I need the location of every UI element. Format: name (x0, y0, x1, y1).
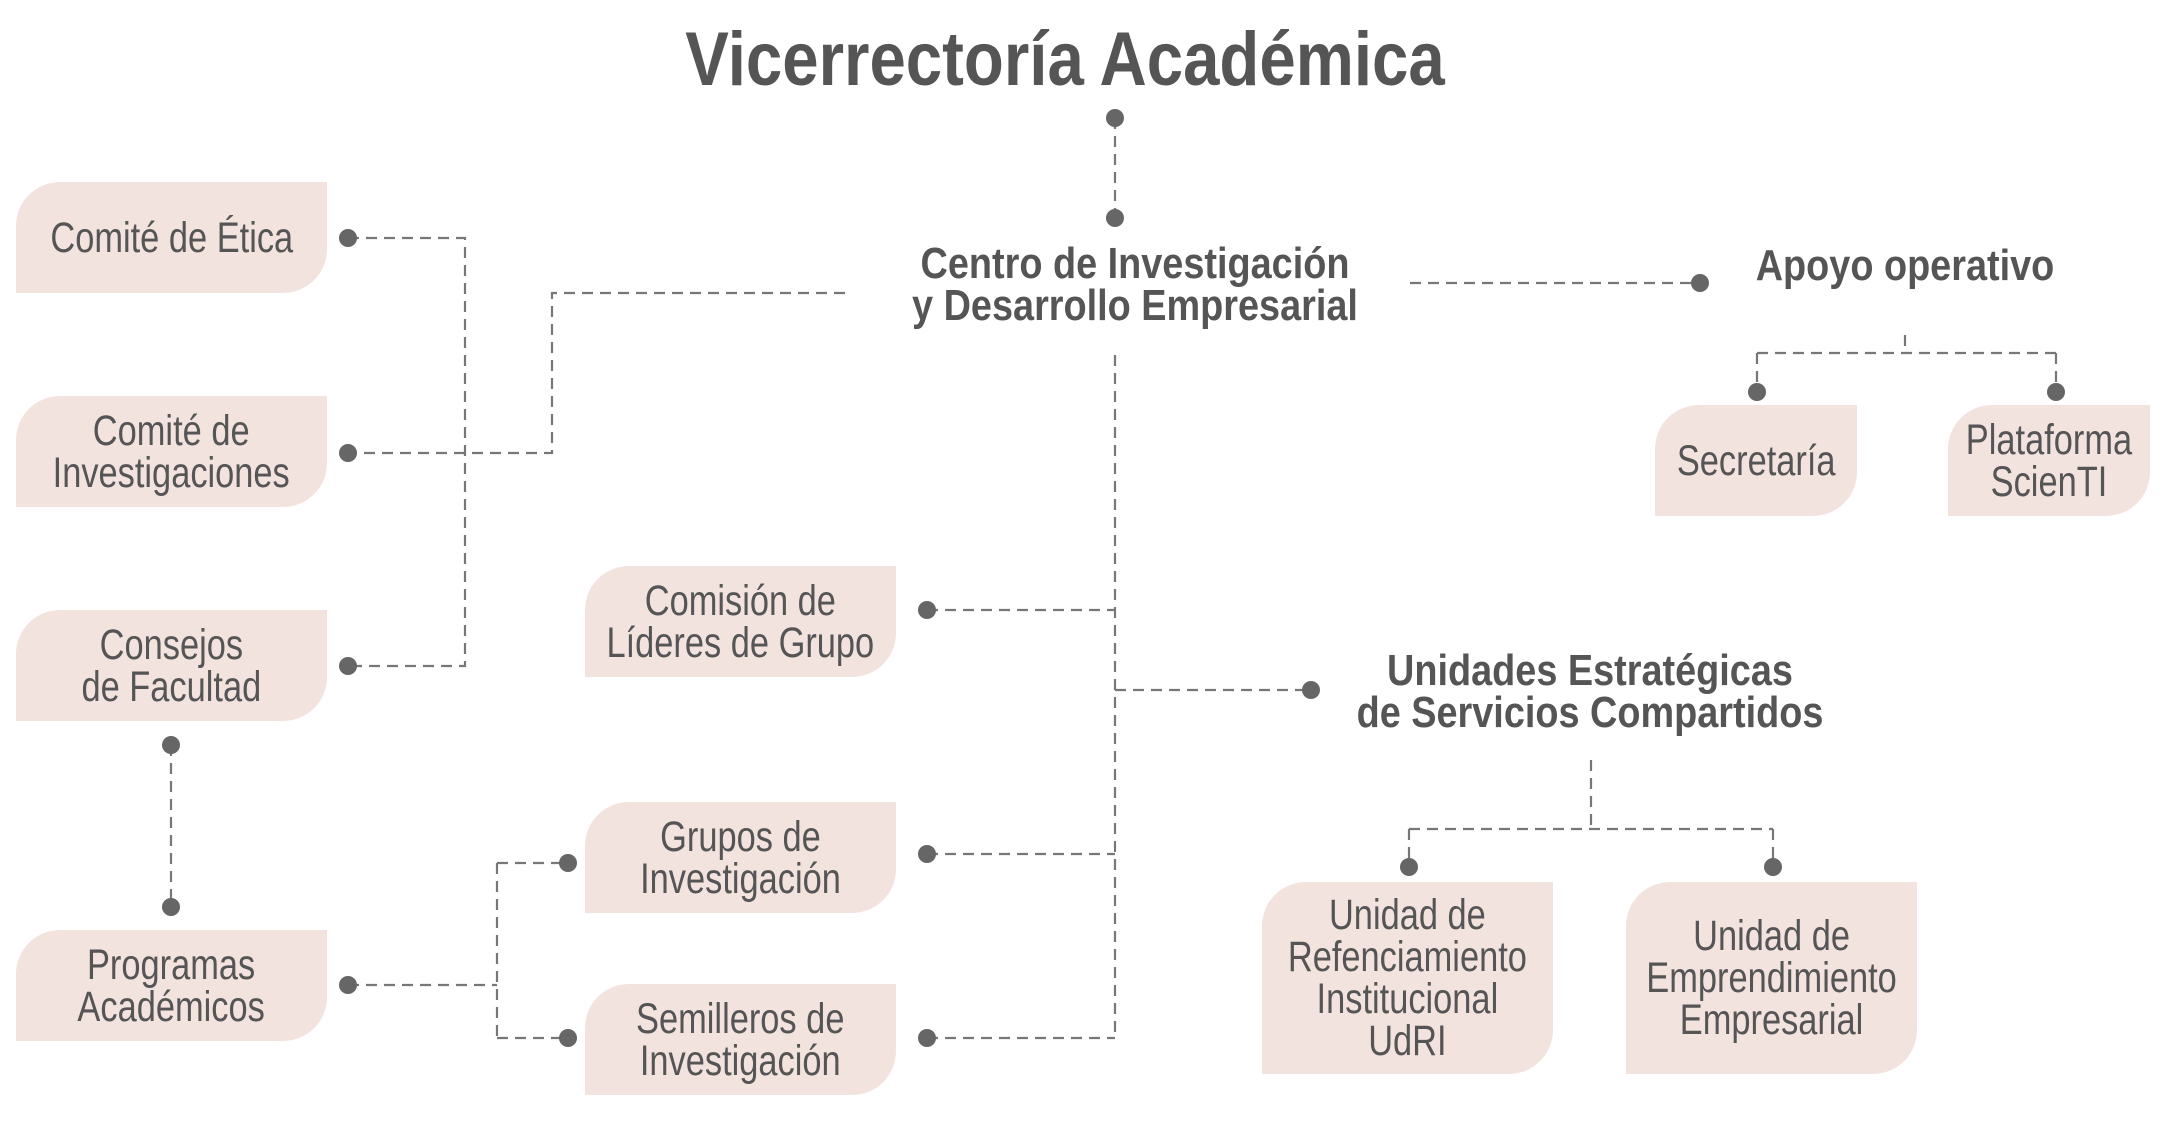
box-label: Secretaría (1676, 436, 1836, 485)
connector-left-bus (348, 236, 467, 668)
box-label: Consejos de Facultad (81, 620, 262, 711)
connector-apoyo-tree (1755, 335, 2058, 392)
box-grupos-investigacion: Grupos de Investigación (585, 802, 896, 913)
box-consejos-facultad: Consejos de Facultad (16, 610, 327, 721)
box-label: Unidad de Emprendimiento Empresarial (1646, 912, 1897, 1044)
node-dot (1691, 274, 1709, 292)
box-label: Comisión de Líderes de Grupo (606, 576, 875, 667)
node-dot (339, 229, 357, 247)
node-dot (918, 601, 936, 619)
node-dot (2047, 383, 2065, 401)
page-title-text: Vicerrectoría Académica (685, 17, 1445, 102)
node-dot (559, 1029, 577, 1047)
unidades-line: Unidades Estratégicas (1387, 646, 1793, 695)
node-dot (1400, 858, 1418, 876)
box-secretaria: Secretaría (1655, 405, 1857, 516)
centro-line: y Desarrollo Empresarial (912, 281, 1358, 330)
box-plataforma-scienti: Plataforma ScienTI (1948, 405, 2150, 516)
box-unidad-udri: Unidad de Refenciamiento Institucional U… (1262, 882, 1553, 1074)
apoyo-heading: Apoyo operativo (1700, 241, 2110, 290)
node-dot (1302, 681, 1320, 699)
node-dot (162, 898, 180, 916)
node-dot (1106, 209, 1124, 227)
node-dot (1748, 383, 1766, 401)
box-label: Unidad de Refenciamiento Institucional U… (1287, 891, 1528, 1065)
node-dot (1106, 109, 1124, 127)
node-dot (918, 1029, 936, 1047)
box-label: Plataforma ScienTI (1965, 415, 2133, 506)
box-label: Semilleros de Investigación (636, 994, 845, 1085)
box-comite-etica: Comité de Ética (16, 182, 327, 293)
node-dot (339, 976, 357, 994)
box-programas-academicos: Programas Académicos (16, 930, 327, 1041)
connector-centro-left (348, 291, 845, 455)
node-dot (559, 854, 577, 872)
box-label: Grupos de Investigación (640, 812, 841, 903)
connector-unidades-tree (1407, 760, 1775, 867)
connector-programas-grupos (348, 861, 568, 1040)
box-comision-lideres: Comisión de Líderes de Grupo (585, 566, 896, 677)
node-dot (918, 845, 936, 863)
box-label: Comité de Investigaciones (52, 406, 291, 497)
unidades-heading: Unidades Estratégicas de Servicios Compa… (1290, 646, 1890, 737)
node-dot (1764, 858, 1782, 876)
apoyo-label: Apoyo operativo (1755, 241, 2055, 290)
box-label: Comité de Ética (50, 213, 293, 262)
centro-line: Centro de Investigación (920, 239, 1350, 288)
node-dot (339, 657, 357, 675)
box-comite-investigaciones: Comité de Investigaciones (16, 396, 327, 507)
box-semilleros-investigacion: Semilleros de Investigación (585, 984, 896, 1095)
node-dot (162, 736, 180, 754)
box-unidad-emprendimiento: Unidad de Emprendimiento Empresarial (1626, 882, 1917, 1074)
page-title: Vicerrectoría Académica (565, 20, 1565, 100)
node-dot (339, 444, 357, 462)
unidades-line: de Servicios Compartidos (1356, 688, 1824, 737)
box-label: Programas Académicos (77, 940, 266, 1031)
centro-heading: Centro de Investigación y Desarrollo Emp… (815, 239, 1455, 330)
